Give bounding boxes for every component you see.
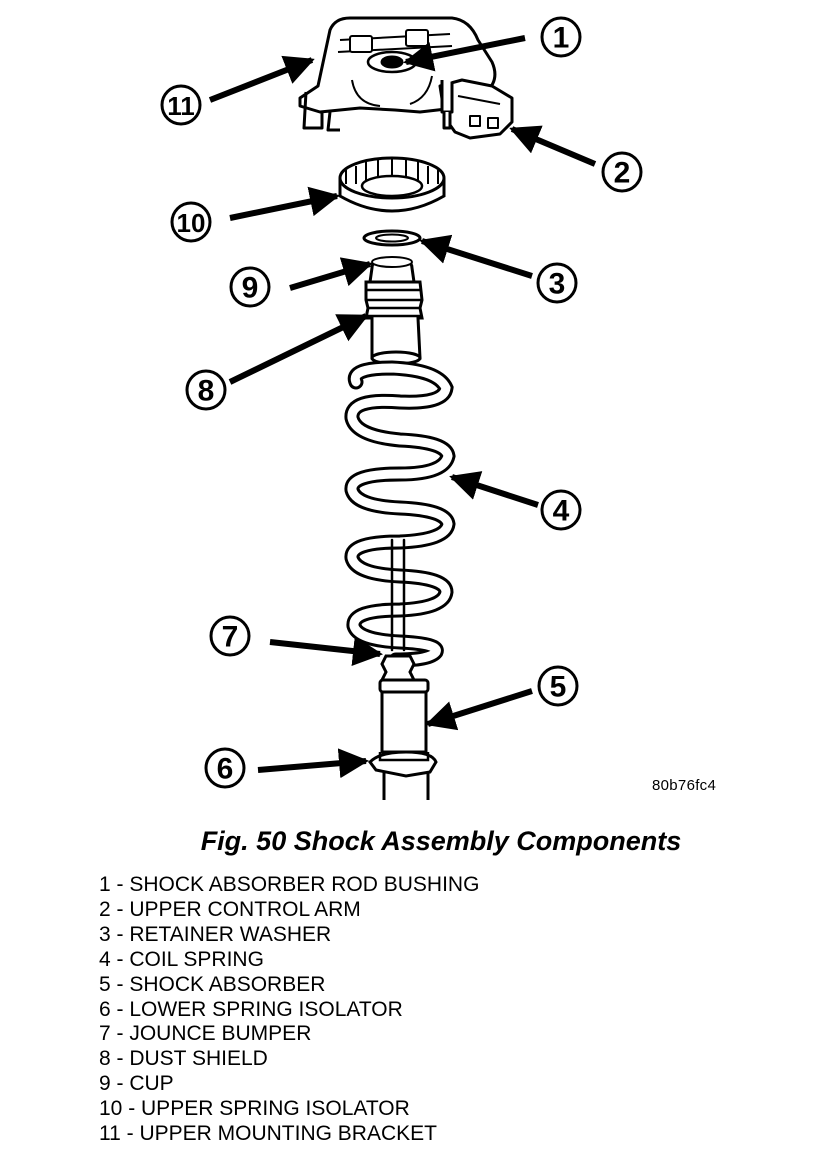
leader-arrow-10	[229, 186, 340, 221]
callout-number-5: 5	[550, 671, 567, 704]
shock-absorber-part	[378, 678, 430, 800]
callout-number-11: 11	[167, 91, 195, 121]
callouts	[160, 16, 643, 789]
callout-circle-4	[540, 489, 582, 531]
legend-item: 5 - SHOCK ABSORBER	[99, 972, 326, 996]
leader-arrow-4	[449, 471, 539, 508]
leader-arrow-5	[425, 688, 533, 731]
legend-item: 8 - DUST SHIELD	[99, 1047, 268, 1071]
coil-spring-part	[344, 360, 456, 668]
callout-circle-6	[204, 747, 246, 789]
callout-circle-10	[170, 201, 212, 243]
callout-circle-5	[537, 665, 579, 707]
callout-number-2: 2	[614, 157, 631, 190]
leader-arrow-9	[289, 257, 373, 291]
callout-circle-1	[540, 16, 582, 58]
callout-circle-11	[160, 84, 202, 126]
retainer-washer-part	[362, 229, 422, 247]
cup-part	[368, 256, 416, 284]
leader-arrow-3	[419, 234, 533, 279]
leader-arrow-6	[257, 748, 369, 779]
legend-item: 6 - LOWER SPRING ISOLATOR	[99, 997, 403, 1021]
legend-item: 1 - SHOCK ABSORBER ROD BUSHING	[99, 873, 480, 896]
legend-list: 1 - SHOCK ABSORBER ROD BUSHING 2 - UPPER…	[99, 873, 479, 1147]
leader-arrow-8	[228, 313, 369, 385]
legend-item: 10 - UPPER SPRING ISOLATOR	[99, 1097, 410, 1121]
legend-item: 7 - JOUNCE BUMPER	[99, 1022, 312, 1046]
legend-item: 2 - UPPER CONTROL ARM	[99, 897, 361, 921]
callout-number-7: 7	[222, 621, 239, 654]
figure-title: Fig. 50 Shock Assembly Components	[200, 826, 682, 856]
dust-shield-part	[364, 280, 424, 366]
leader-arrow-7	[269, 636, 383, 666]
callout-circle-2	[601, 151, 643, 193]
lower-spring-isolator-part	[368, 750, 438, 778]
shock-assembly-diagram: 1 2 3 4 5 6 7 8 9 10 11	[160, 16, 643, 800]
legend-item: 4 - COIL SPRING	[99, 947, 264, 971]
callout-circle-9	[229, 266, 271, 308]
leader-arrow-2	[509, 125, 597, 167]
upper-spring-isolator-part	[338, 156, 446, 213]
leader-arrows	[208, 35, 597, 779]
legend-item: 9 - CUP	[99, 1072, 174, 1096]
callout-circle-8	[185, 369, 227, 411]
callout-number-10: 10	[177, 208, 206, 238]
upper-control-arm-part	[438, 78, 514, 140]
legend-item: 3 - RETAINER WASHER	[99, 922, 332, 946]
callout-number-3: 3	[549, 268, 566, 301]
jounce-bumper-part	[379, 654, 417, 682]
leader-arrow-1	[403, 35, 526, 72]
callout-circle-3	[536, 262, 578, 304]
leader-arrow-11	[208, 55, 315, 103]
callout-number-6: 6	[217, 753, 234, 786]
callout-number-8: 8	[198, 375, 215, 408]
callout-number-4: 4	[553, 495, 570, 528]
figure-code: 80b76fc4	[652, 777, 717, 794]
callout-number-9: 9	[242, 272, 259, 305]
callout-number-1: 1	[553, 22, 570, 55]
legend-item: 11 - UPPER MOUNTING BRACKET	[99, 1122, 437, 1146]
callout-circle-7	[209, 615, 251, 657]
callout-numbers: 1 2 3 4 5 6 7 8 9 10 11	[167, 22, 630, 786]
